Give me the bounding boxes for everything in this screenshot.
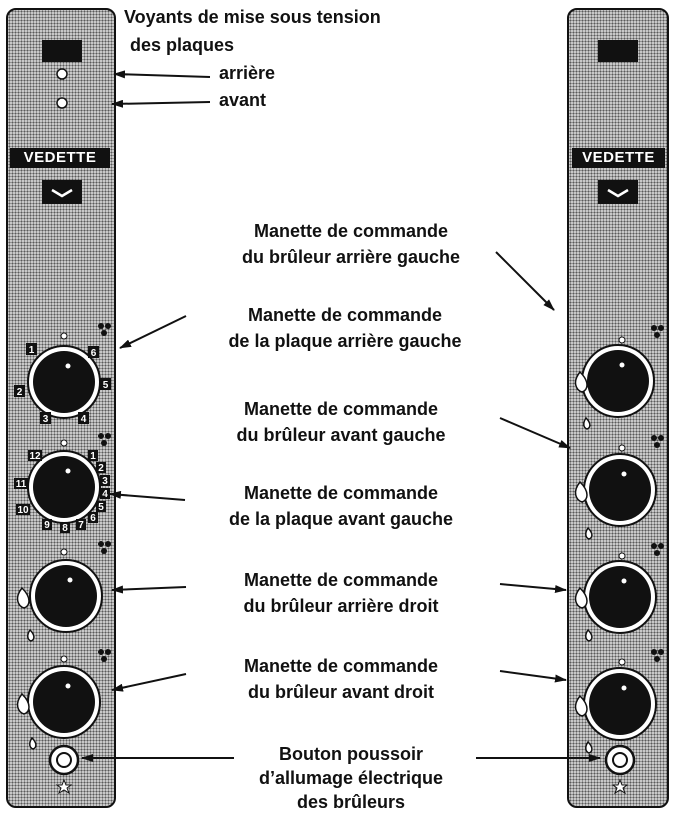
chevron-icon-left	[42, 180, 82, 204]
callout-arrows	[81, 70, 601, 762]
knob1-numbers: 1 2 3 4 5 6	[14, 343, 111, 425]
knob2-num: 11	[16, 479, 27, 490]
burner-zone-icon	[98, 323, 111, 336]
label-bruleur-av-d-1: Manette de commande	[243, 656, 439, 676]
knob2-num: 7	[78, 520, 84, 531]
brand-badge-left: VEDETTE	[10, 148, 110, 168]
flame-high-icon	[16, 692, 30, 715]
burner-zone-icon	[98, 649, 111, 662]
flame-high-icon	[16, 586, 30, 609]
label-bruleur-ar-d-2: du brûleur arrière droit	[243, 596, 439, 616]
label-avant: avant	[219, 90, 267, 110]
knob1-num: 5	[103, 380, 109, 391]
display-window-left	[42, 40, 82, 62]
flame-high-icon	[574, 694, 588, 717]
burner-zone-icon	[651, 435, 664, 448]
flame-high-icon	[574, 480, 588, 503]
spark-icon	[611, 778, 629, 795]
label-plaque-av-g-1: Manette de commande	[243, 483, 439, 503]
knob-front-right-burner[interactable]	[589, 673, 651, 735]
label-bruleur-ar-g-1: Manette de commande	[253, 221, 449, 241]
label-bruleur-av-g-2: du brûleur avant gauche	[236, 425, 446, 445]
label-bruleur-av-g-1: Manette de commande	[243, 399, 439, 419]
flame-high-icon	[574, 586, 588, 609]
knob2-num: 1	[90, 451, 96, 462]
knob2-numbers: 1 2 3 4 5 6 7 8 9 10 11 12	[14, 450, 110, 534]
label-bruleur-ar-g-2: du brûleur arrière gauche	[241, 247, 461, 267]
label-bouton-3: des brûleurs	[296, 792, 406, 812]
knob-front-left-burner[interactable]	[589, 459, 651, 521]
flame-low-icon	[27, 628, 35, 642]
brand-badge-right: VEDETTE	[572, 148, 665, 168]
label-plaque-ar-g-2: de la plaque arrière gauche	[228, 331, 462, 351]
knob2-num: 6	[90, 513, 96, 524]
burner-zone-icon	[651, 325, 664, 338]
flame-low-icon	[29, 736, 37, 750]
knob2-num: 10	[17, 505, 29, 516]
flame-high-icon	[574, 370, 588, 393]
knob-front-right-burner-left-panel[interactable]	[33, 671, 95, 733]
chevron-icon-right	[598, 180, 638, 204]
burner-zone-icon	[651, 543, 664, 556]
label-voyants-2: des plaques	[130, 35, 235, 55]
knob1-num: 2	[17, 387, 23, 398]
burner-zone-icon	[98, 541, 111, 554]
knob-rear-left-burner[interactable]	[587, 350, 649, 412]
burner-zone-icon	[98, 433, 111, 446]
flame-low-icon	[583, 416, 591, 430]
knob2-num: 2	[98, 463, 104, 474]
knob1-num: 3	[43, 414, 49, 425]
knob2-num: 8	[62, 523, 68, 534]
display-window-right	[598, 40, 638, 62]
spark-icon	[55, 778, 73, 795]
knob-rear-right-burner[interactable]	[589, 566, 651, 628]
knob2-num: 3	[102, 476, 108, 487]
label-bruleur-ar-d-1: Manette de commande	[243, 570, 439, 590]
label-arriere: arrière	[219, 63, 276, 83]
knob1-num: 1	[29, 345, 35, 356]
knob2-num: 4	[102, 489, 108, 500]
label-voyants-1: Voyants de mise sous tension	[124, 7, 381, 27]
knob-rear-left-plate[interactable]	[33, 351, 95, 413]
knob1-num: 6	[91, 348, 97, 359]
label-bruleur-av-d-2: du brûleur avant droit	[247, 682, 434, 702]
flame-low-icon	[585, 526, 593, 540]
knob1-num: 4	[81, 414, 87, 425]
label-plaque-ar-g-1: Manette de commande	[247, 305, 443, 325]
knob-rear-right-burner-left-panel[interactable]	[35, 565, 97, 627]
knob-front-left-plate[interactable]	[33, 456, 95, 518]
flame-low-icon	[585, 628, 593, 642]
indicator-light-rear	[56, 68, 68, 80]
label-plaque-av-g-2: de la plaque avant gauche	[228, 509, 454, 529]
burner-zone-icon	[651, 649, 664, 662]
label-bouton-1: Bouton poussoir	[279, 744, 423, 764]
knob2-num: 12	[29, 451, 41, 462]
indicator-light-front	[56, 97, 68, 109]
knob2-num: 5	[98, 502, 104, 513]
flame-low-icon	[585, 740, 593, 754]
label-bouton-2: d’allumage électrique	[258, 768, 444, 788]
knob2-num: 9	[44, 520, 50, 531]
